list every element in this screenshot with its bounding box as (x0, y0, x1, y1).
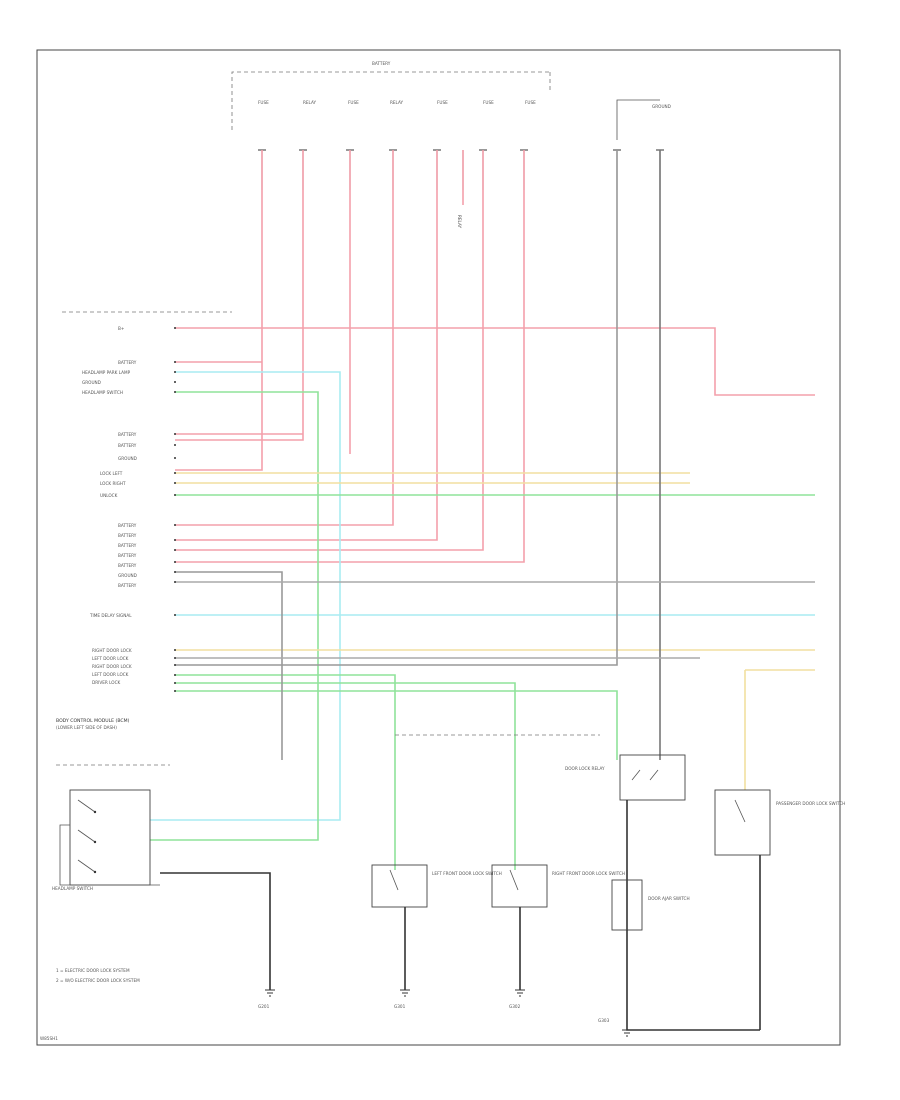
ground-symbols (265, 989, 632, 1037)
top-label-5: FUSE (437, 100, 448, 105)
pin-label-21: RIGHT DOOR LOCK (92, 664, 132, 669)
relay-side-label: RELAY (457, 215, 462, 229)
pin-label-6: BATTERY (118, 443, 137, 448)
green-wires (150, 391, 815, 870)
pin-label-5: BATTERY (118, 432, 137, 437)
pin-label-1: BATTERY (118, 360, 137, 365)
top-label-6: FUSE (483, 100, 494, 105)
gray-wires (175, 150, 815, 760)
fuse-connectors (258, 149, 664, 190)
ground-label-0: G201 (258, 1004, 270, 1009)
lf-door-lock-switch: LEFT FRONT DOOR LOCK SWITCH (371, 864, 502, 908)
headlamp-switch: HEADLAMP SWITCH (52, 789, 160, 891)
ground-label-3: G303 (598, 1018, 610, 1023)
relay-ground-wire (626, 930, 760, 1031)
diagram-id-code: W85SH1 (40, 1036, 58, 1041)
pin-label-12: BATTERY (118, 533, 137, 538)
top-label-1: FUSE (258, 100, 269, 105)
top-label-4: RELAY (390, 100, 404, 105)
pin-label-2: HEADLAMP PARK LAMP (82, 370, 131, 375)
yellow-wires (175, 472, 815, 790)
passenger-switch: PASSENGER DOOR LOCK SWITCH (714, 789, 845, 856)
top-label-3: FUSE (348, 100, 359, 105)
pin-label-15: BATTERY (118, 563, 137, 568)
legend-1: 1 = ELECTRIC DOOR LOCK SYSTEM (56, 968, 130, 973)
pin-label-8: LOCK LEFT (100, 471, 123, 476)
pin-label-7: GROUND (118, 456, 137, 461)
bcm-label: BODY CONTROL MODULE (BCM) (56, 718, 130, 724)
svg-text:LEFT FRONT DOOR LOCK SWITCH: LEFT FRONT DOOR LOCK SWITCH (432, 871, 502, 876)
pin-label-22: LEFT DOOR LOCK (92, 672, 129, 677)
red-wires (175, 150, 815, 563)
pin-label-3: GROUND (82, 380, 101, 385)
ground-bracket (616, 99, 660, 140)
fuse-block-outline (231, 71, 550, 130)
door-ajar-label: DOOR AJAR SWITCH (648, 896, 690, 901)
pin-label-19: RIGHT DOOR LOCK (92, 648, 132, 653)
svg-text:PASSENGER DOOR LOCK SWITCH: PASSENGER DOOR LOCK SWITCH (776, 801, 845, 806)
pin-label-4: HEADLAMP SWITCH (82, 390, 123, 395)
svg-text:DOOR LOCK RELAY: DOOR LOCK RELAY (565, 766, 605, 771)
legend-2: 2 = W/O ELECTRIC DOOR LOCK SYSTEM (56, 978, 140, 983)
bcm-note: (LOWER LEFT SIDE OF DASH) (56, 725, 117, 730)
top-label-7: FUSE (525, 100, 536, 105)
headlamp-ground-wire (160, 872, 271, 990)
pin-label-13: BATTERY (118, 543, 137, 548)
door-lock-relay: DOOR LOCK RELAY (565, 754, 686, 801)
pin-label-14: BATTERY (118, 553, 137, 558)
pin-label-23: DRIVER LOCK (92, 680, 121, 685)
pin-label-9: LOCK RIGHT (100, 481, 126, 486)
svg-text:RIGHT FRONT DOOR LOCK SWITCH: RIGHT FRONT DOOR LOCK SWITCH (552, 871, 625, 876)
top-label-8: GROUND (652, 104, 671, 109)
pin-label-16: GROUND (118, 573, 137, 578)
pin-label-20: LEFT DOOR LOCK (92, 656, 129, 661)
bcm-pin-labels: B+ BATTERY HEADLAMP PARK LAMP GROUND HEA… (82, 326, 137, 685)
pin-label-11: BATTERY (118, 523, 137, 528)
top-label-2: RELAY (303, 100, 317, 105)
ground-label-1: G301 (394, 1004, 406, 1009)
bcm-pin-markers (174, 327, 176, 692)
rf-door-lock-switch: RIGHT FRONT DOOR LOCK SWITCH (491, 864, 625, 908)
pin-label-0: B+ (118, 326, 125, 331)
ground-label-2: G302 (509, 1004, 521, 1009)
pin-label-10: UNLOCK (100, 493, 118, 498)
pin-label-17: BATTERY (118, 583, 137, 588)
diagram-border (36, 49, 841, 1046)
svg-text:HEADLAMP SWITCH: HEADLAMP SWITCH (52, 886, 93, 891)
pin-label-18: TIME DELAY SIGNAL (89, 613, 132, 618)
top-label-battery: BATTERY (372, 61, 391, 66)
